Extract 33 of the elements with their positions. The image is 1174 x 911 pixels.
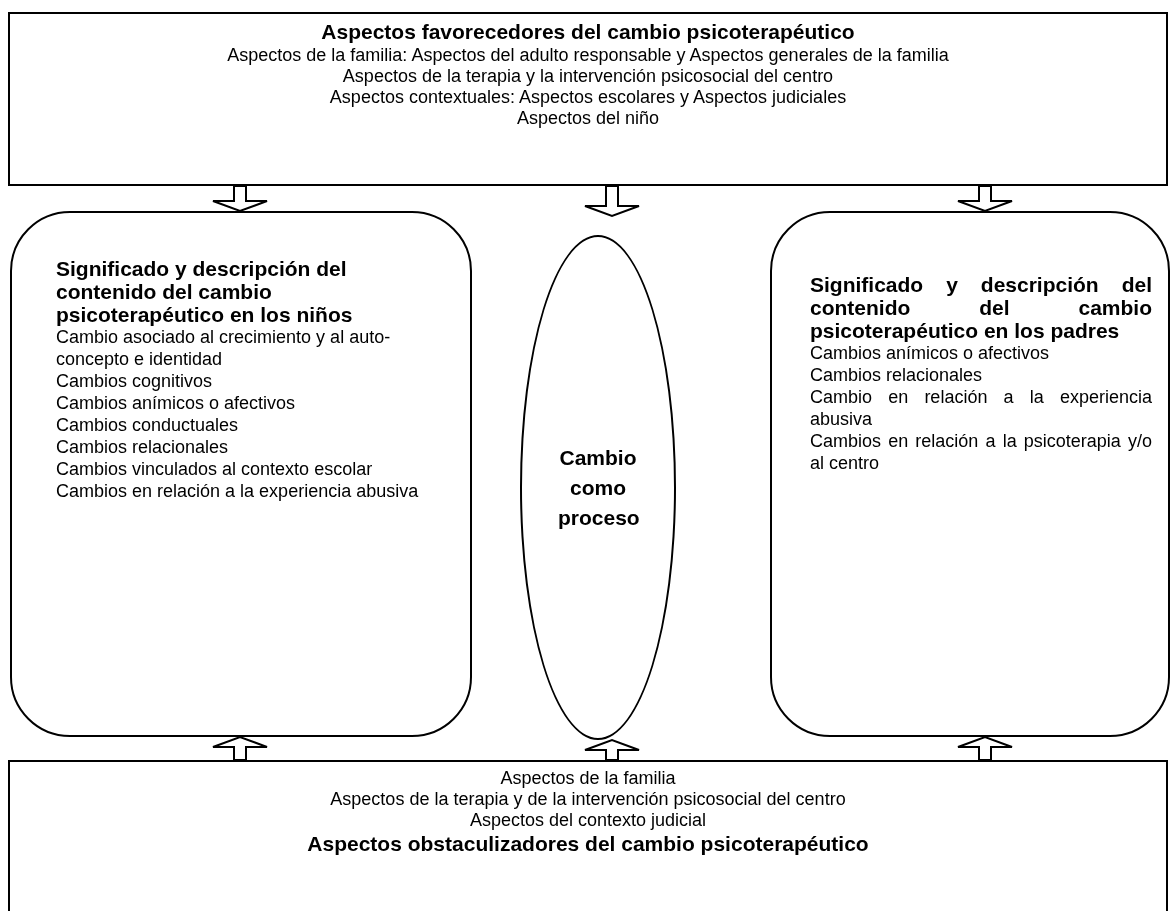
list-item: Aspectos contextuales: Aspectos escolares y Aspectos judiciales [328,87,848,108]
list-item: Aspectos de la terapia y de la intervención psicosocial del centro [329,789,847,810]
list-item: Aspectos de la familia [499,768,677,789]
factor-box [8,12,1168,186]
list-item: Cambios relacionales [810,364,984,386]
list-item: Cambio asociado al crecimiento y al auto-concepto e identidad [56,326,392,370]
factor-box [8,760,1168,911]
list-item: Aspectos del contexto judicial [468,810,708,831]
block-arrow [584,185,640,218]
list-item: Aspectos de la terapia y la intervención psicosocial del centro [341,66,835,87]
list-item: Cambios relacionales [56,436,230,458]
heading: Significado y descripción del contenido del cambio psicoterapéutico en los niños [56,257,354,326]
heading: Aspectos favorecedores del cambio psicoterapéutico [320,20,856,43]
heading: Significado y descripción del contenido del cambio psicoterapéutico en los padres [810,273,1152,342]
block-arrow [957,735,1013,761]
list-item: Cambios anímicos o afectivos [56,392,297,414]
list-item: Cambios vinculados al contexto escolar [56,458,374,480]
process-box [770,211,1170,737]
list-item: Cambios en relación a la experiencia abusiva [56,480,420,502]
block-arrow [212,185,268,213]
list-item: Cambios en relación a la psicoterapia y/o al centro [810,430,1152,474]
list-item: Aspectos del niño [515,108,661,129]
block-arrow [584,738,640,761]
process-box [10,211,472,737]
heading: Cambio como proceso [558,444,638,531]
list-item: Cambios anímicos o afectivos [810,342,1051,364]
block-arrow [957,185,1013,213]
list-item: Aspectos de la familia: Aspectos del adulto responsable y Aspectos generales de la familia [226,45,950,66]
list-item: Cambio en relación a la experiencia abusiva [810,386,1152,430]
list-item: Cambios conductuales [56,414,240,436]
heading: Aspectos obstaculizadores del cambio psicoterapéutico [306,832,870,855]
block-arrow [212,735,268,761]
list-item: Cambios cognitivos [56,370,214,392]
